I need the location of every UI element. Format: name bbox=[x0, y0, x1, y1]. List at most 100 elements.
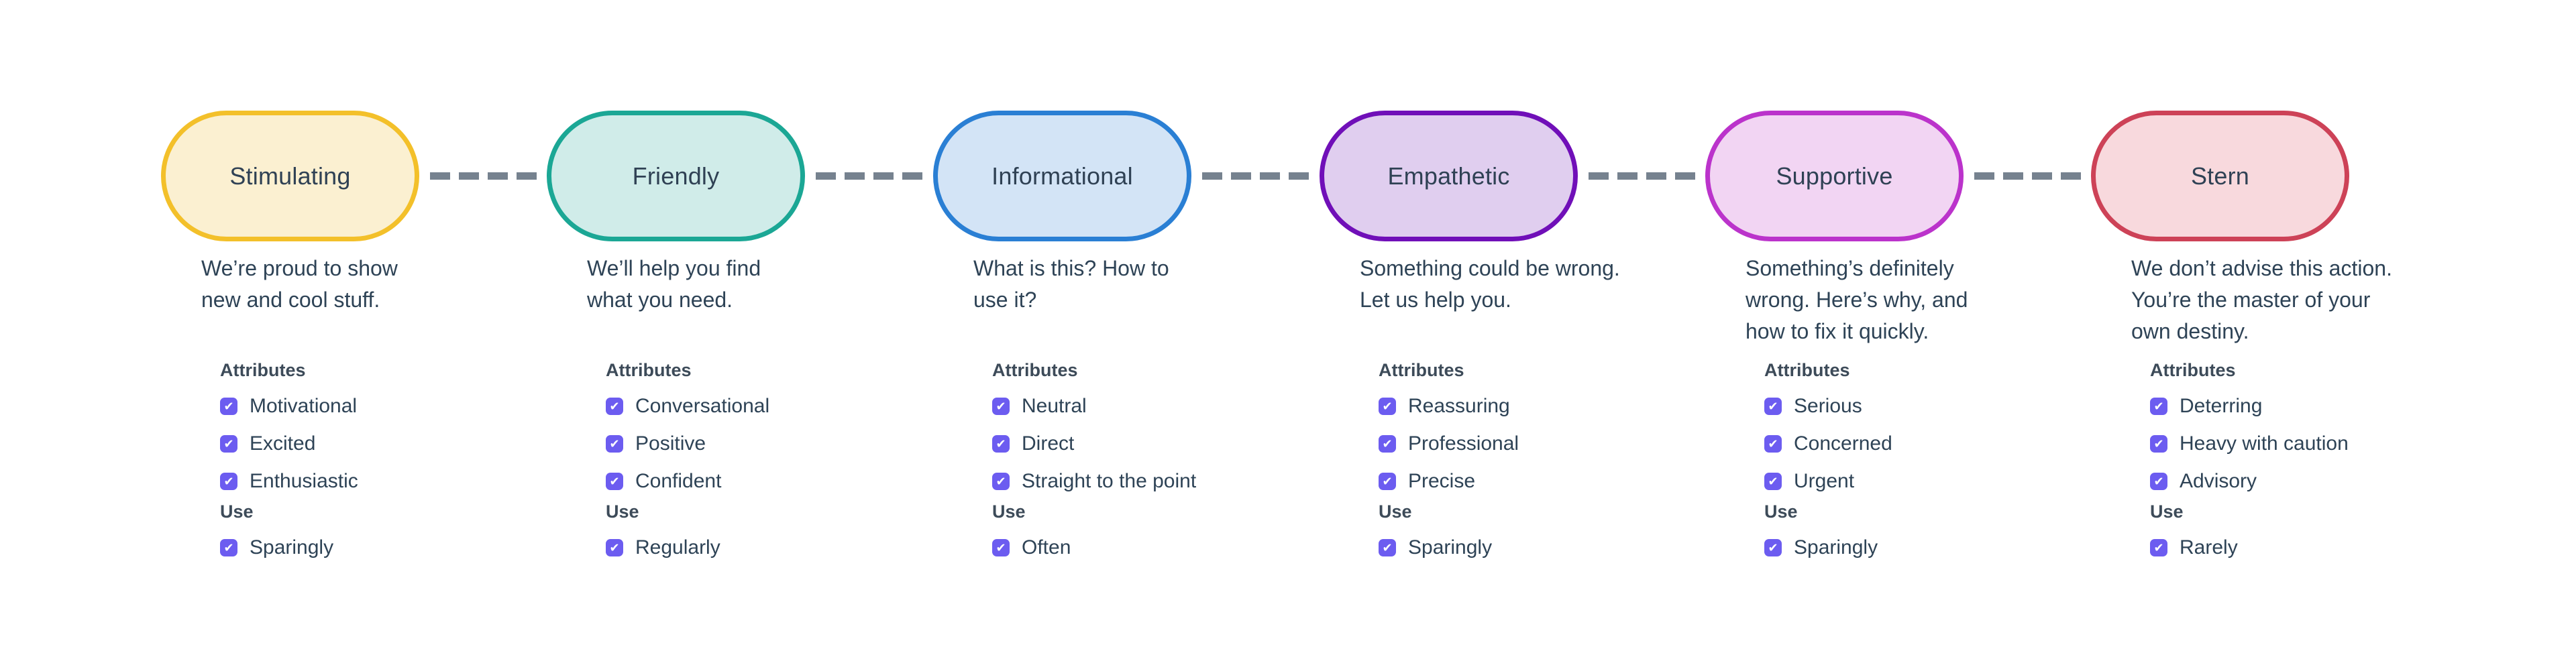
attribute-checkbox-row[interactable]: ✔ Confident bbox=[606, 470, 769, 493]
attribute-label: Positive bbox=[635, 432, 706, 455]
tone-pill: Friendly bbox=[547, 111, 805, 241]
use-label: Often bbox=[1022, 536, 1071, 558]
attribute-checkbox-row[interactable]: ✔ Direct bbox=[992, 432, 1196, 455]
attributes-header: Attributes bbox=[992, 360, 1078, 380]
checkbox-checked[interactable]: ✔ bbox=[1379, 398, 1396, 415]
use-checkbox-row[interactable]: ✔ Sparingly bbox=[1764, 536, 1878, 559]
check-icon: ✔ bbox=[223, 475, 234, 488]
checkbox-checked[interactable]: ✔ bbox=[1764, 473, 1782, 490]
tone-column-supportive: Supportive Something’s definitely wrong.… bbox=[1705, 111, 2054, 580]
use-section: Use ✔ Often bbox=[992, 501, 1071, 559]
checkbox-checked[interactable]: ✔ bbox=[606, 539, 623, 556]
attribute-label: Precise bbox=[1408, 470, 1476, 492]
tone-pill-label: Empathetic bbox=[1387, 162, 1510, 190]
tone-description: We’ll help you find what you need. bbox=[587, 256, 761, 312]
check-icon: ✔ bbox=[2153, 437, 2164, 451]
checkbox-checked[interactable]: ✔ bbox=[992, 435, 1010, 453]
checkbox-checked[interactable]: ✔ bbox=[992, 398, 1010, 415]
tone-description: We don’t advise this action. You’re the … bbox=[2131, 256, 2392, 343]
checkbox-checked[interactable]: ✔ bbox=[220, 539, 237, 556]
checkbox-checked[interactable]: ✔ bbox=[606, 435, 623, 453]
tone-description: Something’s definitely wrong. Here’s why… bbox=[1746, 256, 1968, 343]
attribute-checkbox-row[interactable]: ✔ Professional bbox=[1379, 432, 1519, 455]
check-icon: ✔ bbox=[609, 437, 620, 451]
checkbox-checked[interactable]: ✔ bbox=[1379, 539, 1396, 556]
tone-pill: Informational bbox=[933, 111, 1191, 241]
check-icon: ✔ bbox=[1382, 400, 1393, 413]
attribute-checkbox-row[interactable]: ✔ Positive bbox=[606, 432, 769, 455]
attribute-label: Motivational bbox=[250, 395, 358, 417]
attributes-header: Attributes bbox=[1379, 360, 1464, 380]
attribute-checkbox-row[interactable]: ✔ Neutral bbox=[992, 395, 1196, 418]
checkbox-checked[interactable]: ✔ bbox=[1379, 435, 1396, 453]
check-icon: ✔ bbox=[1382, 437, 1393, 451]
attribute-checkbox-row[interactable]: ✔ Concerned bbox=[1764, 432, 1892, 455]
checkbox-checked[interactable]: ✔ bbox=[1764, 539, 1782, 556]
checkbox-checked[interactable]: ✔ bbox=[992, 473, 1010, 490]
use-checkbox-row[interactable]: ✔ Often bbox=[992, 536, 1071, 559]
checkbox-checked[interactable]: ✔ bbox=[220, 473, 237, 490]
attribute-checkbox-row[interactable]: ✔ Urgent bbox=[1764, 470, 1892, 493]
attribute-checkbox-row[interactable]: ✔ Precise bbox=[1379, 470, 1519, 493]
connector-dashed-line bbox=[816, 172, 922, 180]
check-icon: ✔ bbox=[1768, 475, 1778, 488]
attribute-checkbox-row[interactable]: ✔ Enthusiastic bbox=[220, 470, 358, 493]
checkbox-checked[interactable]: ✔ bbox=[992, 539, 1010, 556]
checkbox-checked[interactable]: ✔ bbox=[1764, 435, 1782, 453]
check-icon: ✔ bbox=[609, 541, 620, 554]
tone-pill: Stimulating bbox=[161, 111, 419, 241]
use-header: Use bbox=[1379, 501, 1412, 522]
attribute-label: Enthusiastic bbox=[250, 470, 358, 492]
checkbox-checked[interactable]: ✔ bbox=[2150, 473, 2167, 490]
tone-column-friendly: Friendly We’ll help you find what you ne… bbox=[547, 111, 896, 580]
tone-description: We’re proud to show new and cool stuff. bbox=[201, 256, 398, 312]
attribute-checkbox-row[interactable]: ✔ Deterring bbox=[2150, 395, 2349, 418]
attribute-label: Straight to the point bbox=[1022, 470, 1197, 492]
check-icon: ✔ bbox=[1382, 475, 1393, 488]
use-checkbox-row[interactable]: ✔ Sparingly bbox=[1379, 536, 1492, 559]
check-icon: ✔ bbox=[223, 437, 234, 451]
attribute-checkbox-row[interactable]: ✔ Serious bbox=[1764, 395, 1892, 418]
use-label: Rarely bbox=[2180, 536, 2238, 558]
checkbox-checked[interactable]: ✔ bbox=[2150, 398, 2167, 415]
check-icon: ✔ bbox=[1768, 437, 1778, 451]
attribute-label: Reassuring bbox=[1408, 395, 1510, 417]
attribute-checkbox-row[interactable]: ✔ Conversational bbox=[606, 395, 769, 418]
tone-description: Something could be wrong. Let us help yo… bbox=[1360, 256, 1620, 312]
checkbox-checked[interactable]: ✔ bbox=[2150, 435, 2167, 453]
attributes-section: Attributes ✔ Neutral ✔ Direct ✔ Straight… bbox=[992, 360, 1196, 493]
tone-column-stimulating: Stimulating We’re proud to show new and … bbox=[161, 111, 510, 580]
use-header: Use bbox=[2150, 501, 2184, 522]
use-header: Use bbox=[606, 501, 639, 522]
checkbox-checked[interactable]: ✔ bbox=[1764, 398, 1782, 415]
attributes-header: Attributes bbox=[1764, 360, 1850, 380]
attribute-checkbox-row[interactable]: ✔ Excited bbox=[220, 432, 358, 455]
checkbox-checked[interactable]: ✔ bbox=[1379, 473, 1396, 490]
check-icon: ✔ bbox=[2153, 400, 2164, 413]
attribute-checkbox-row[interactable]: ✔ Straight to the point bbox=[992, 470, 1196, 493]
check-icon: ✔ bbox=[996, 437, 1006, 451]
attribute-checkbox-row[interactable]: ✔ Reassuring bbox=[1379, 395, 1519, 418]
attributes-header: Attributes bbox=[220, 360, 306, 380]
checkbox-checked[interactable]: ✔ bbox=[606, 398, 623, 415]
check-icon: ✔ bbox=[996, 475, 1006, 488]
attribute-checkbox-row[interactable]: ✔ Motivational bbox=[220, 395, 358, 418]
tone-pill-label: Informational bbox=[991, 162, 1133, 190]
use-label: Sparingly bbox=[1408, 536, 1493, 558]
use-checkbox-row[interactable]: ✔ Regularly bbox=[606, 536, 720, 559]
use-checkbox-row[interactable]: ✔ Rarely bbox=[2150, 536, 2238, 559]
checkbox-checked[interactable]: ✔ bbox=[220, 435, 237, 453]
checkbox-checked[interactable]: ✔ bbox=[606, 473, 623, 490]
tone-column-informational: Informational What is this? How to use i… bbox=[933, 111, 1282, 580]
attribute-checkbox-row[interactable]: ✔ Advisory bbox=[2150, 470, 2349, 493]
use-header: Use bbox=[220, 501, 254, 522]
attribute-checkbox-row[interactable]: ✔ Heavy with caution bbox=[2150, 432, 2349, 455]
use-header: Use bbox=[1764, 501, 1798, 522]
tone-pill: Supportive bbox=[1705, 111, 1964, 241]
attribute-label: Deterring bbox=[2180, 395, 2263, 417]
checkbox-checked[interactable]: ✔ bbox=[220, 398, 237, 415]
use-checkbox-row[interactable]: ✔ Sparingly bbox=[220, 536, 333, 559]
checkbox-checked[interactable]: ✔ bbox=[2150, 539, 2167, 556]
attribute-label: Confident bbox=[635, 470, 722, 492]
